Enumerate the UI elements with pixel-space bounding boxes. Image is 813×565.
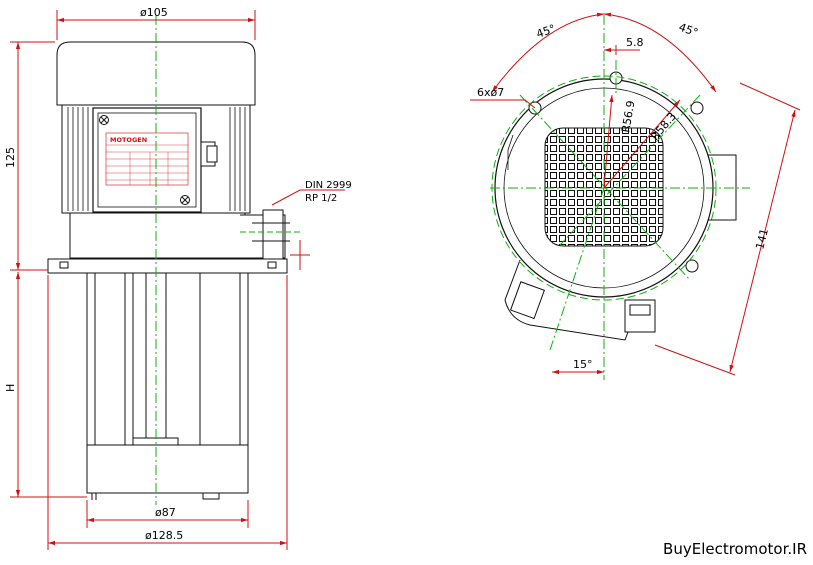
- dim-motor-height: 125: [4, 147, 17, 168]
- dim-top-diameter: ø105: [140, 6, 168, 19]
- front-dimensions: [470, 12, 801, 376]
- front-view: [494, 71, 737, 341]
- side-view: [47, 41, 290, 500]
- dim-thread-line2: RP 1/2: [305, 193, 337, 204]
- terminal-box: [504, 259, 641, 341]
- dim-angle-left: 45°: [535, 22, 558, 41]
- pump-housing: [69, 212, 246, 259]
- pump-column: [86, 272, 249, 446]
- pump-base: [86, 444, 249, 494]
- screw-icon: [180, 195, 190, 205]
- dim-thread-line1: DIN 2999: [305, 180, 352, 191]
- mount-hole: [685, 259, 699, 273]
- dim-angle-bottom: 15°: [573, 358, 593, 371]
- side-dimensions: [10, 10, 345, 550]
- dim-pump-height: H: [4, 384, 17, 392]
- dim-depth: 141: [753, 227, 771, 251]
- dim-angle-right: 45°: [677, 21, 700, 40]
- dim-flange-diameter: ø128.5: [145, 529, 183, 542]
- mounting-flange: [47, 258, 288, 274]
- mount-hole: [690, 101, 704, 115]
- dim-offset: 5.8: [626, 36, 644, 49]
- brand-logo: MOTOGEN: [110, 136, 147, 144]
- screw-icon: [99, 115, 109, 125]
- dim-holes: 6xø7: [477, 86, 504, 99]
- watermark: BuyElectromotor.IR: [663, 540, 807, 558]
- dim-base-diameter: ø87: [155, 506, 176, 519]
- dim-radius-inner: R56.9: [619, 100, 637, 134]
- motor-fins: [67, 107, 246, 211]
